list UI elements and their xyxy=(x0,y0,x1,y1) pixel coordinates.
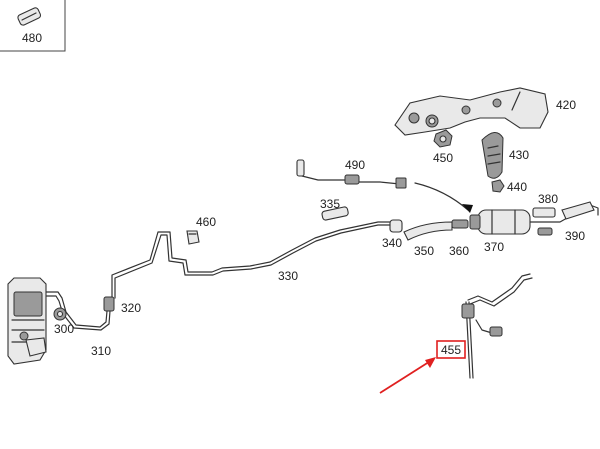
sleeve-335[interactable]: 335 xyxy=(320,197,349,221)
hose-350[interactable]: 350 xyxy=(403,221,453,258)
clamp-430[interactable]: 430 xyxy=(481,132,529,179)
nut-440[interactable]: 440 xyxy=(491,179,527,194)
clip-380[interactable]: 380 xyxy=(532,192,558,218)
cable-490[interactable]: 490 xyxy=(296,158,407,189)
fuel-line-330[interactable]: 330 xyxy=(111,221,391,299)
connector-320[interactable]: 320 xyxy=(103,296,141,315)
label-370: 370 xyxy=(484,240,504,254)
label-390: 390 xyxy=(565,229,585,243)
clamp-340[interactable]: 340 xyxy=(382,219,403,250)
fuel-line-390[interactable]: 390 xyxy=(529,201,599,243)
bracket-420[interactable]: 420 xyxy=(394,87,576,136)
label-340: 340 xyxy=(382,236,402,250)
connector-360[interactable]: 360 xyxy=(449,219,469,258)
label-480: 480 xyxy=(22,31,42,45)
label-360: 360 xyxy=(449,244,469,258)
fuel-line-310[interactable]: 310 xyxy=(44,291,111,358)
label-320: 320 xyxy=(121,301,141,315)
highlight-arrow xyxy=(379,357,436,394)
label-335: 335 xyxy=(320,197,340,211)
clip-460[interactable]: 460 xyxy=(186,215,216,245)
label-450: 450 xyxy=(433,151,453,165)
heater-unit[interactable] xyxy=(7,277,47,365)
label-440: 440 xyxy=(507,180,527,194)
clip-480-drawing xyxy=(17,7,42,26)
inset-480[interactable]: 480 xyxy=(0,0,66,52)
label-380: 380 xyxy=(538,192,558,206)
label-350: 350 xyxy=(414,244,434,258)
sensor-455[interactable] xyxy=(461,273,533,379)
label-430: 430 xyxy=(509,148,529,162)
label-310: 310 xyxy=(91,344,111,358)
fuel-pump-370[interactable]: 370 xyxy=(469,209,531,254)
highlight-455[interactable]: 455 xyxy=(436,340,466,359)
label-490: 490 xyxy=(345,158,365,172)
label-420: 420 xyxy=(556,98,576,112)
label-455: 455 xyxy=(441,343,461,357)
nut-450[interactable]: 450 xyxy=(433,129,453,165)
clip-300[interactable]: 300 xyxy=(53,307,74,336)
label-300: 300 xyxy=(54,322,74,336)
connection-arrowhead xyxy=(462,204,473,213)
label-460: 460 xyxy=(196,215,216,229)
connection-arrow xyxy=(414,182,469,211)
label-330: 330 xyxy=(278,269,298,283)
